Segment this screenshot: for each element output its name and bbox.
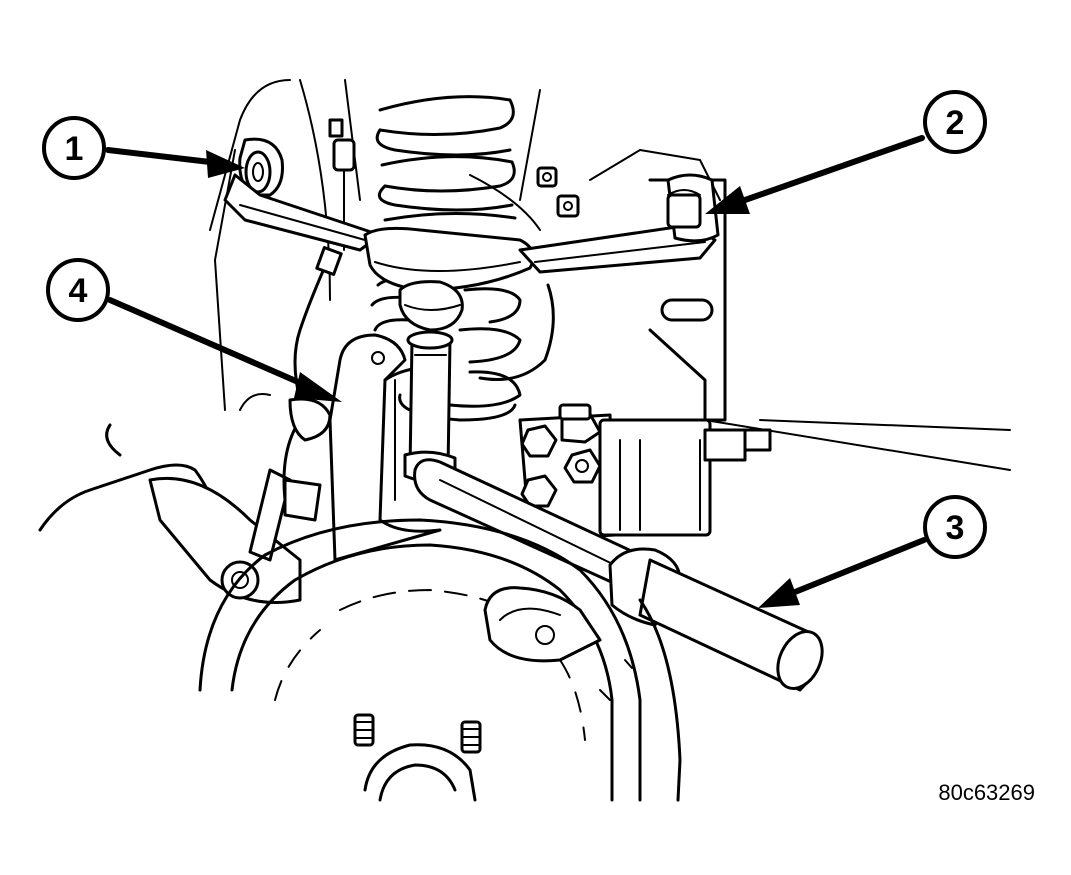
ball-joint-tool <box>413 458 824 692</box>
coil-spring <box>370 95 522 422</box>
steering-knuckle <box>328 333 442 562</box>
callout-4: 4 <box>46 258 110 322</box>
callout-1-label: 1 <box>65 130 84 168</box>
callout-1: 1 <box>42 116 106 180</box>
figure-reference: 80c63269 <box>938 780 1035 805</box>
brake-hose <box>293 246 555 402</box>
callout-2-label: 2 <box>946 104 965 142</box>
upper-control-arm <box>223 137 720 332</box>
callout-4-label: 4 <box>69 272 88 310</box>
callout-3: 3 <box>923 495 987 559</box>
frame-bolts <box>328 118 580 251</box>
leader-lines <box>105 135 927 608</box>
callout-3-label: 3 <box>946 509 965 547</box>
lower-arm <box>38 393 332 604</box>
callout-2: 2 <box>923 90 987 154</box>
fender-detail <box>483 586 602 663</box>
